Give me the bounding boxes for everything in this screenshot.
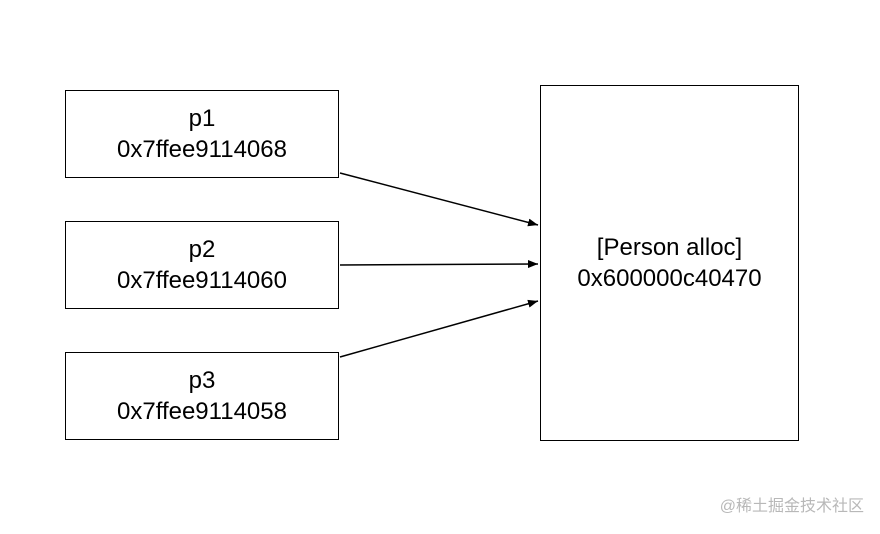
pointer-address: 0x7ffee9114060 xyxy=(117,267,287,294)
pointer-box-p1: p1 0x7ffee9114068 xyxy=(65,90,339,178)
pointer-name: p3 xyxy=(188,367,216,394)
heap-object-box: [Person alloc] 0x600000c40470 xyxy=(540,85,799,441)
arrow-p2-to-object xyxy=(339,260,539,269)
heap-object-address: 0x600000c40470 xyxy=(577,265,762,292)
arrow-p3-to-object xyxy=(339,299,539,358)
pointer-box-p2: p2 0x7ffee9114060 xyxy=(65,221,339,309)
pointer-address: 0x7ffee9114068 xyxy=(117,136,287,163)
heap-object-label: [Person alloc] xyxy=(596,234,743,261)
pointer-address: 0x7ffee9114058 xyxy=(117,398,287,425)
pointer-name: p1 xyxy=(188,105,216,132)
pointer-name: p2 xyxy=(188,236,216,263)
watermark: @稀土掘金技术社区 xyxy=(719,498,864,515)
arrow-p1-to-object xyxy=(339,172,539,227)
pointer-box-p3: p3 0x7ffee9114058 xyxy=(65,352,339,440)
